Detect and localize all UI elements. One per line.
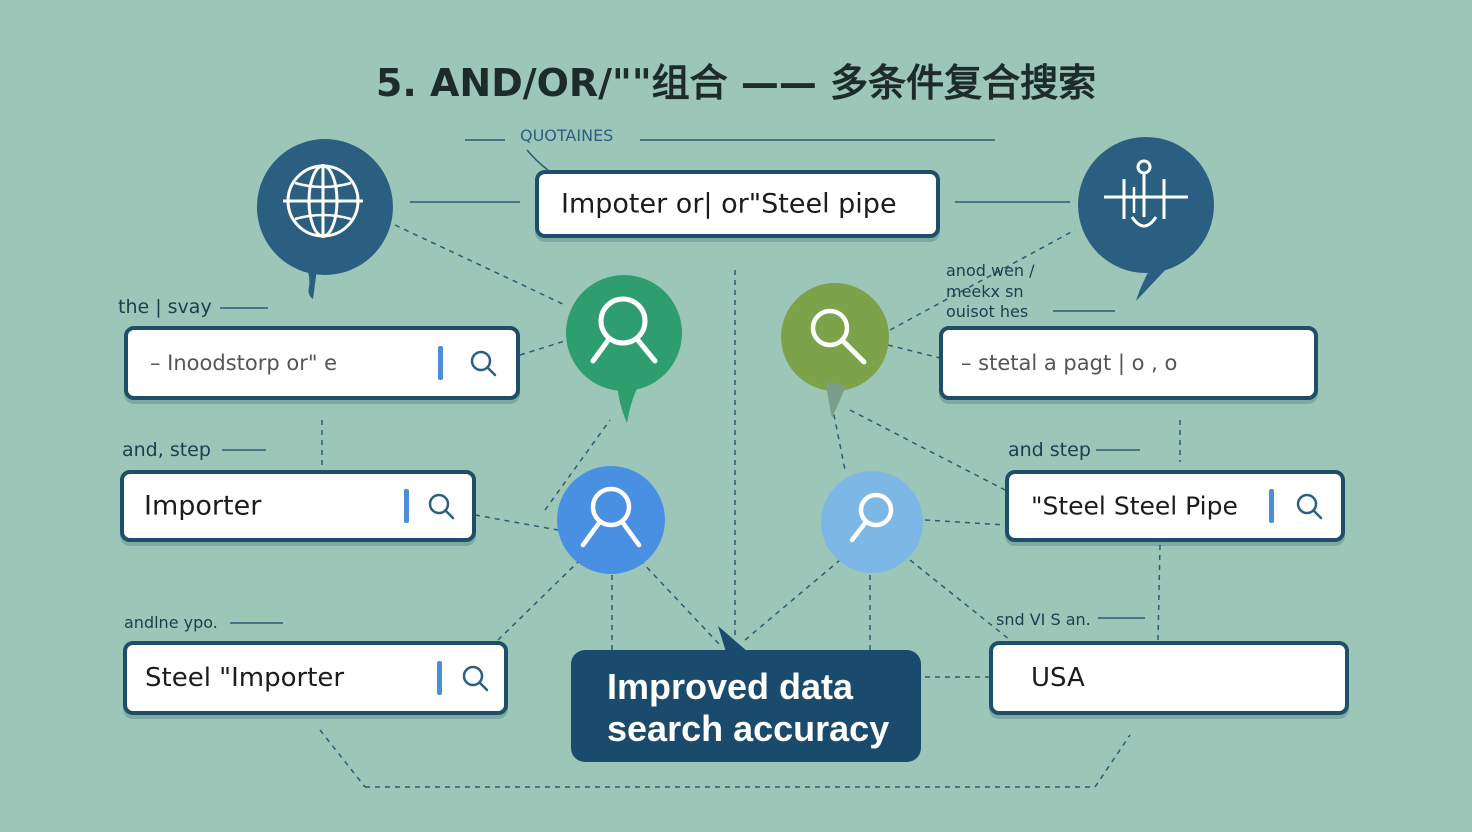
left-label-1: the | svay (118, 296, 212, 318)
globe-bubble (255, 137, 395, 302)
result-line-2: search accuracy (607, 708, 890, 749)
search-icon[interactable] (426, 491, 456, 521)
search-icon[interactable] (468, 348, 498, 378)
main-query-field[interactable]: Impoter or| or"Steel pipe (535, 170, 940, 238)
right-label-1a: anod wen / (946, 261, 1035, 280)
search-bubble-olive (780, 282, 890, 422)
text-cursor (437, 661, 442, 695)
right-label-1b: meekx sn (946, 282, 1024, 301)
text-cursor (438, 346, 443, 380)
right-search-field-1[interactable]: – stetal a pagt | o , o (939, 326, 1318, 400)
importer-search-field[interactable]: Importer (120, 470, 476, 542)
main-query-text: Impoter or| or"Steel pipe (561, 188, 897, 220)
text-cursor (1269, 489, 1274, 523)
search-icon[interactable] (1294, 491, 1324, 521)
search-icon (566, 275, 682, 423)
structure-bubble (1076, 137, 1216, 302)
left-search-field-1[interactable]: – Inoodstorp or" e (124, 326, 520, 400)
search-icon (781, 283, 889, 418)
quotes-label: QUOTAINES (520, 126, 614, 145)
left-label-2: and, step (122, 439, 211, 461)
result-pointer (718, 626, 748, 652)
importer-field-text: Importer (144, 490, 262, 522)
search-icon (821, 471, 923, 573)
usa-field-text: USA (1031, 663, 1085, 693)
left-field-1-text: – Inoodstorp or" e (150, 351, 338, 375)
search-icon[interactable] (460, 663, 490, 693)
steel-pipe-search-field[interactable]: "Steel Steel Pipe (1005, 470, 1345, 542)
text-cursor (404, 489, 409, 523)
steel-importer-search-field[interactable]: Steel "Importer (123, 641, 508, 715)
page-title: 5. AND/OR/""组合 —— 多条件复合搜索 (375, 61, 1097, 105)
right-field-1-text: – stetal a pagt | o , o (961, 351, 1178, 375)
globe-icon (256, 139, 393, 299)
steel-importer-field-text: Steel "Importer (145, 663, 345, 693)
search-icon (557, 466, 665, 574)
search-bubble-light-blue (820, 470, 925, 575)
steel-pipe-field-text: "Steel Steel Pipe (1031, 491, 1238, 521)
right-label-1c: ouisot hes (946, 302, 1029, 321)
right-label-2: and step (1008, 439, 1091, 461)
search-bubble-green (565, 275, 685, 425)
search-bubble-blue (556, 465, 666, 575)
structure-icon (1078, 137, 1214, 301)
left-label-3: andlne ypo. (124, 613, 218, 632)
result-box: Improved data search accuracy (571, 650, 921, 762)
usa-search-field[interactable]: USA (989, 641, 1349, 715)
result-line-1: Improved data (607, 666, 854, 707)
right-label-3: snd VI S an. (996, 610, 1091, 629)
